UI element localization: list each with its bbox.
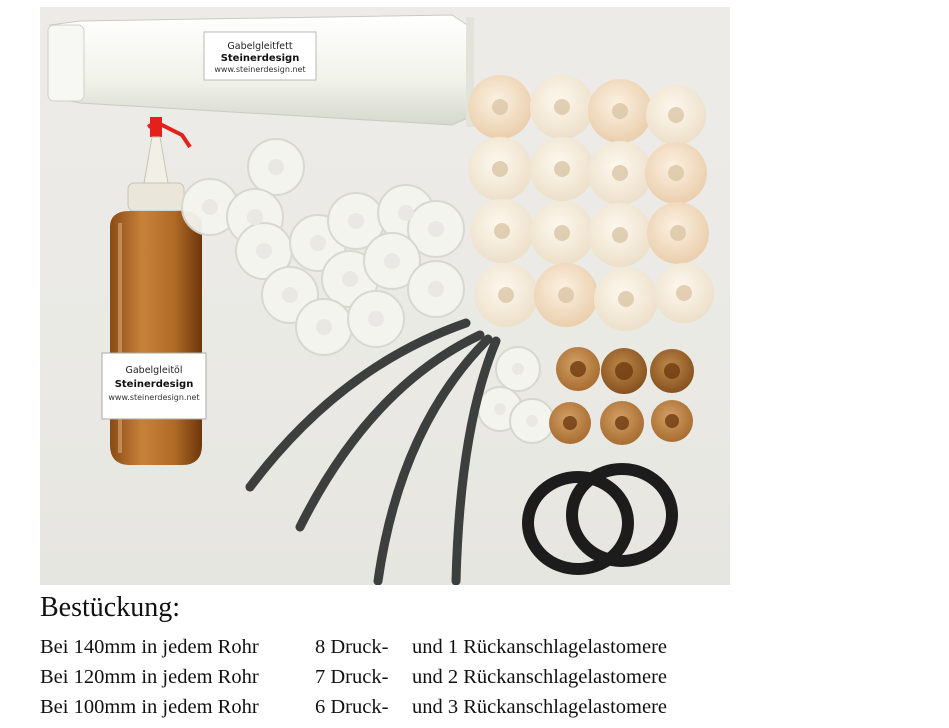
bottle-label-line3: www.steinerdesign.net: [108, 393, 199, 402]
grease-tube: [47, 14, 474, 127]
bottle-label-line2: Steinerdesign: [115, 379, 194, 390]
row-rueck: und 2 Rückanschlagelastomere: [412, 666, 668, 688]
product-photo: Gabelgleitfett Steinerdesign www.steiner…: [40, 7, 730, 585]
row-length: Bei 100mm in jedem Rohr: [40, 696, 259, 718]
tube-label-line2: Steinerdesign: [221, 53, 300, 64]
list-item: Bei 140mm in jedem Rohr 8 Druck- und 1 R…: [40, 632, 740, 662]
bottle-label-line1: Gabelgleitöl: [125, 365, 182, 376]
rubber-strips: [245, 318, 501, 585]
list-item: Bei 100mm in jedem Rohr 6 Druck- und 3 R…: [40, 692, 740, 722]
seal-rings: [522, 463, 678, 575]
foam-elastomers: [468, 75, 714, 331]
tube-label-line1: Gabelgleitfett: [227, 41, 292, 52]
photo-drawing: Gabelgleitfett Steinerdesign www.steiner…: [40, 7, 730, 585]
row-length: Bei 120mm in jedem Rohr: [40, 666, 259, 688]
assembly-list: Bei 140mm in jedem Rohr 8 Druck- und 1 R…: [40, 632, 740, 722]
rebound-elastomers: [549, 347, 694, 445]
list-item: Bei 120mm in jedem Rohr 7 Druck- und 2 R…: [40, 662, 740, 692]
row-length: Bei 140mm in jedem Rohr: [40, 636, 259, 658]
row-druck: 7 Druck-: [315, 666, 389, 688]
row-rueck: und 1 Rückanschlagelastomere: [412, 636, 668, 658]
row-rueck: und 3 Rückanschlagelastomere: [412, 696, 668, 718]
row-druck: 6 Druck-: [315, 696, 389, 718]
row-druck: 8 Druck-: [315, 636, 389, 658]
oil-bottle: [101, 117, 207, 465]
tube-label-line3: www.steinerdesign.net: [214, 65, 305, 74]
heading: Bestückung:: [40, 592, 180, 623]
